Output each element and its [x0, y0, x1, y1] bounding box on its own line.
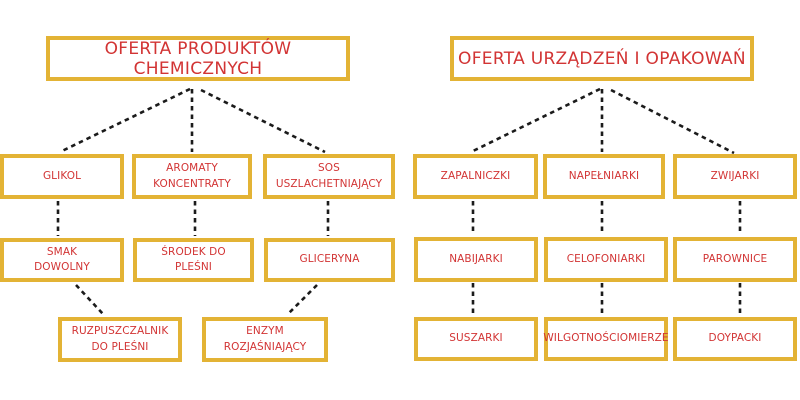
node-glikol: GLIKOL [0, 154, 124, 199]
connector-left-title-sos [200, 88, 326, 154]
node-doypacki: DOYPACKI [673, 317, 797, 361]
node-sos-uszlachetniajacy: SOS USZLACHETNIAJĄCY [263, 154, 395, 199]
connector-smak-ruzpuszczalnik [75, 284, 104, 315]
node-ruzpuszczalnik-do-plesni: RUZPUSZCZALNIK DO PLEŚNI [58, 317, 182, 362]
connector-left-title-glikol [61, 87, 191, 153]
node-parownice: PAROWNICE [673, 237, 797, 282]
connector-right-title-zapalniczki [472, 87, 601, 153]
title-chemical-products: OFERTA PRODUKTÓW CHEMICZNYCH [46, 36, 350, 81]
node-enzym-rozjasniajacy: ENZYM ROZJAŚNIAJĄCY [202, 317, 328, 362]
node-nabijarki: NABIJARKI [414, 237, 538, 282]
node-aromaty-koncentraty: AROMATY KONCENTRATY [132, 154, 252, 199]
node-suszarki: SUSZARKI [414, 317, 538, 361]
node-smak-dowolny: SMAK DOWOLNY [0, 238, 124, 282]
connector-gliceryna-enzym [287, 284, 318, 315]
connector-right-title-zwijarki [610, 88, 735, 155]
node-zwijarki: ZWIJARKI [673, 154, 797, 199]
node-napelniarki: NAPEŁNIARKI [543, 154, 665, 199]
node-gliceryna: GLICERYNA [264, 238, 395, 282]
node-celofoniarki: CELOFONIARKI [544, 237, 668, 282]
node-wilgotnosciomierze: WILGOTNOŚCIOMIERZE [543, 317, 669, 361]
title-devices-packaging: OFERTA URZĄDZEŃ I OPAKOWAŃ [450, 36, 754, 81]
node-srodek-do-plesni: ŚRODEK DO PLEŚNI [133, 238, 254, 282]
node-zapalniczki: ZAPALNICZKI [413, 154, 538, 199]
